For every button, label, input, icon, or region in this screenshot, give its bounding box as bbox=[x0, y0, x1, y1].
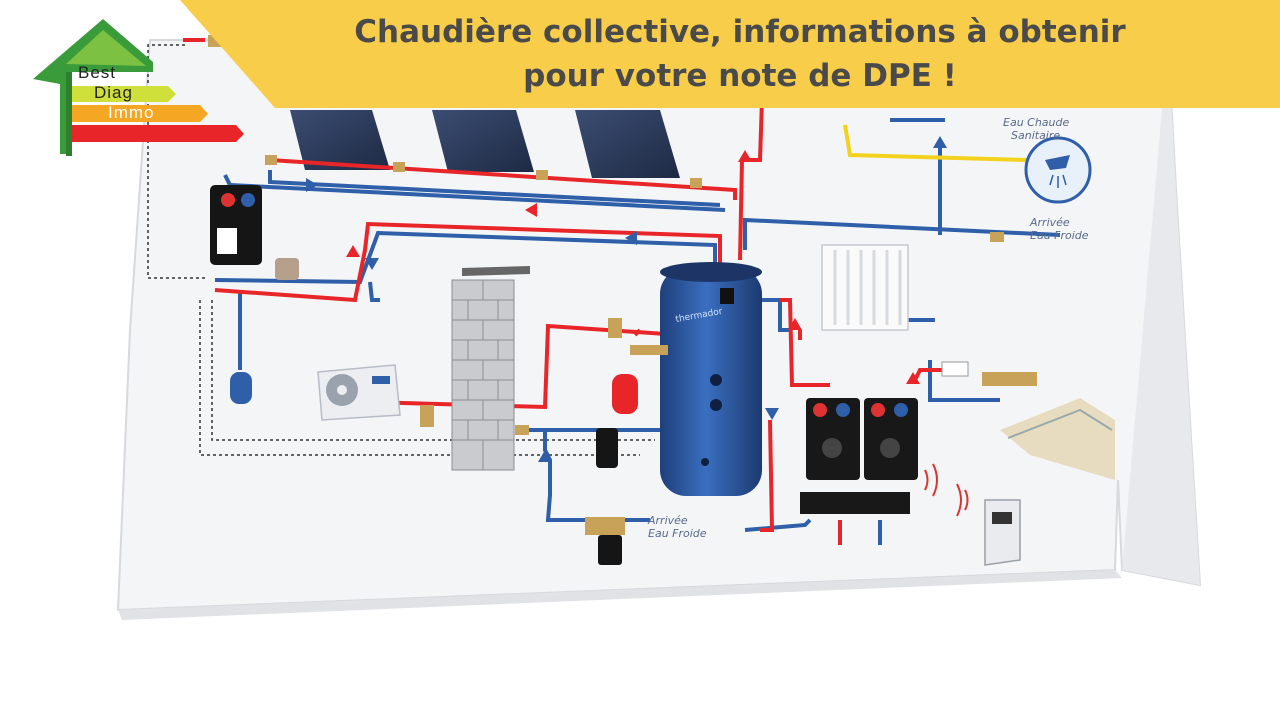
solar-station bbox=[210, 185, 299, 280]
circulator-pump bbox=[596, 428, 618, 468]
underfloor-heating bbox=[941, 361, 1115, 480]
solar-panels bbox=[290, 110, 680, 178]
expansion-vessel bbox=[230, 372, 252, 404]
label-cold-inlet-right-line2: Eau Froide bbox=[1030, 229, 1089, 242]
shower-icon bbox=[1024, 136, 1092, 204]
cold-inlet-valves bbox=[585, 517, 625, 565]
title-banner bbox=[180, 0, 1280, 108]
page-title-line2: pour votre note de DPE ! bbox=[523, 58, 957, 94]
page-title-line1: Chaudière collective, informations à obt… bbox=[354, 14, 1126, 50]
hot-arrows bbox=[346, 150, 920, 384]
solar-panel bbox=[290, 110, 390, 170]
label-cold-inlet-bottom-line2: Eau Froide bbox=[648, 527, 707, 540]
logo-word-best: Best bbox=[78, 63, 117, 82]
solar-panel bbox=[432, 110, 534, 172]
logo-house-icon bbox=[33, 19, 244, 156]
solar-panel bbox=[575, 110, 680, 178]
solar-circuit bbox=[268, 158, 737, 207]
heat-pump bbox=[317, 364, 401, 421]
logo-word-diag: Diag bbox=[94, 83, 133, 102]
page-title: Chaudière collective, informations à obt… bbox=[230, 10, 1250, 98]
label-cold-inlet-bottom-line1: Arrivée bbox=[648, 514, 688, 527]
storage-tank: thermador bbox=[660, 262, 762, 496]
fittings bbox=[208, 35, 1004, 435]
label-cold-inlet-bottom: Arrivée Eau Froide bbox=[648, 514, 707, 540]
label-cold-inlet-right: Arrivée Eau Froide bbox=[1030, 216, 1089, 242]
radiator bbox=[821, 244, 909, 331]
cold-arrows bbox=[306, 136, 947, 462]
thermostat bbox=[924, 463, 1021, 566]
logo-word-immo: Immo bbox=[108, 103, 155, 122]
pump-stations bbox=[800, 398, 918, 514]
logo: Best Diag Immo bbox=[28, 14, 258, 164]
chimney bbox=[451, 266, 530, 471]
label-hot-water-line1: Eau Chaude bbox=[1003, 116, 1070, 129]
board bbox=[116, 39, 1202, 620]
red-expansion-vessel bbox=[612, 374, 638, 414]
label-hot-water: Eau Chaude Sanitaire bbox=[1003, 116, 1069, 142]
label-cold-inlet-right-line1: Arrivée bbox=[1030, 216, 1070, 229]
label-hot-water-line2: Sanitaire bbox=[1011, 129, 1061, 142]
control-wires bbox=[147, 44, 655, 456]
